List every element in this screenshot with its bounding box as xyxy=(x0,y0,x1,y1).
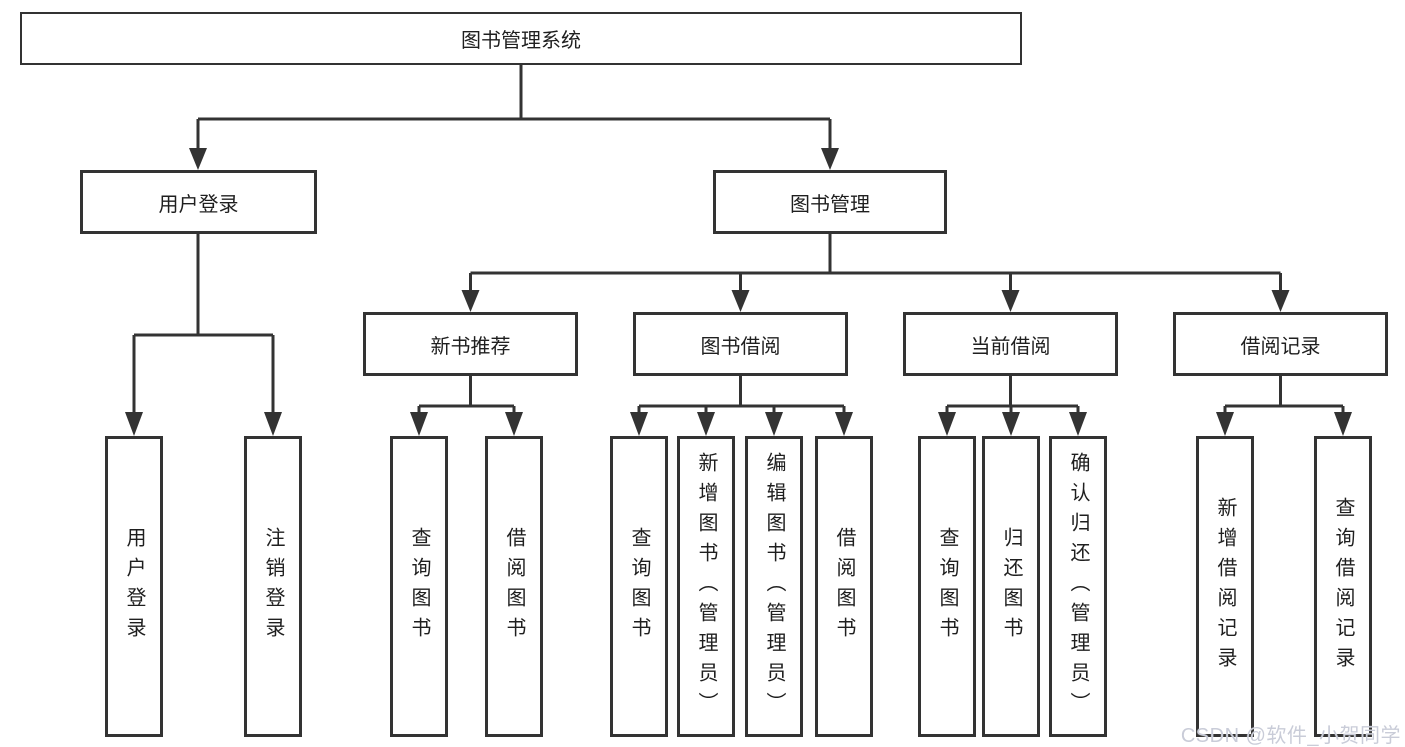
arrow-leaf-confirm-return xyxy=(1069,412,1087,436)
node-label: 用户登录 xyxy=(158,193,239,216)
leaf-label: 归还图书 xyxy=(1000,526,1022,647)
leaf-label: 确认归还（管理员） xyxy=(1067,451,1089,722)
arrow-leaf-logout xyxy=(264,412,282,436)
arrow-leaf-query-2 xyxy=(630,412,648,436)
leaf-label: 查询借阅记录 xyxy=(1332,496,1354,677)
leaf-label: 编辑图书（管理员） xyxy=(763,451,785,722)
arrow-leaf-query-1 xyxy=(410,412,428,436)
leaf-query-book-current: 查询图书 xyxy=(918,436,976,737)
leaf-logout: 注销登录 xyxy=(244,436,302,737)
arrow-leaf-borrow-1 xyxy=(505,412,523,436)
arrow-current-borrow xyxy=(1001,290,1020,312)
leaf-label: 用户登录 xyxy=(123,526,145,647)
node-book-borrow: 图书借阅 xyxy=(633,312,848,376)
arrow-user-login xyxy=(189,148,207,170)
leaf-label: 借阅图书 xyxy=(503,526,525,647)
leaf-query-book-recommend: 查询图书 xyxy=(390,436,448,737)
arrow-leaf-borrow-2 xyxy=(835,412,853,436)
arrow-book-management xyxy=(821,148,839,170)
csdn-watermark: CSDN @软件_小贺同学 xyxy=(1180,725,1401,747)
arrow-leaf-add-record xyxy=(1216,412,1234,436)
leaf-borrow-book: 借阅图书 xyxy=(815,436,873,737)
arrow-leaf-query-record xyxy=(1334,412,1352,436)
node-label: 图书管理系统 xyxy=(461,30,581,52)
leaf-label: 借阅图书 xyxy=(833,526,855,647)
arrow-borrow-records xyxy=(1271,290,1290,312)
arrow-new-book-recommend xyxy=(461,290,480,312)
leaf-label: 查询图书 xyxy=(628,526,650,647)
leaf-user-login: 用户登录 xyxy=(105,436,163,737)
node-label: 图书管理 xyxy=(790,193,870,216)
leaf-borrow-book-recommend: 借阅图书 xyxy=(485,436,543,737)
node-label: 借阅记录 xyxy=(1240,335,1321,358)
arrowheads xyxy=(125,148,1352,436)
leaf-query-book-borrow: 查询图书 xyxy=(610,436,668,737)
arrow-leaf-query-3 xyxy=(938,412,956,436)
leaf-edit-book-admin: 编辑图书（管理员） xyxy=(745,436,803,737)
leaf-query-borrow-record: 查询借阅记录 xyxy=(1314,436,1372,737)
node-label: 当前借阅 xyxy=(970,335,1051,358)
leaf-label: 新增借阅记录 xyxy=(1214,496,1236,677)
leaf-label: 查询图书 xyxy=(408,526,430,647)
arrow-leaf-return xyxy=(1002,412,1020,436)
node-book-management: 图书管理 xyxy=(713,170,947,234)
leaf-confirm-return-admin: 确认归还（管理员） xyxy=(1049,436,1107,737)
leaf-add-borrow-record: 新增借阅记录 xyxy=(1196,436,1254,737)
node-label: 新书推荐 xyxy=(430,335,511,358)
node-borrow-records: 借阅记录 xyxy=(1173,312,1388,376)
node-library-management-system: 图书管理系统 xyxy=(20,12,1022,65)
arrow-book-borrow xyxy=(731,290,750,312)
node-new-book-recommend: 新书推荐 xyxy=(363,312,578,376)
node-user-login: 用户登录 xyxy=(80,170,317,234)
node-current-borrow: 当前借阅 xyxy=(903,312,1118,376)
leaf-return-book: 归还图书 xyxy=(982,436,1040,737)
leaf-add-book-admin: 新增图书（管理员） xyxy=(677,436,735,737)
arrow-leaf-user-login xyxy=(125,412,143,436)
arrow-leaf-edit-book xyxy=(765,412,783,436)
arrow-leaf-add-book xyxy=(697,412,715,436)
node-label: 图书借阅 xyxy=(700,335,781,358)
leaf-label: 新增图书（管理员） xyxy=(695,451,717,722)
leaf-label: 查询图书 xyxy=(936,526,958,647)
leaf-label: 注销登录 xyxy=(262,526,284,647)
